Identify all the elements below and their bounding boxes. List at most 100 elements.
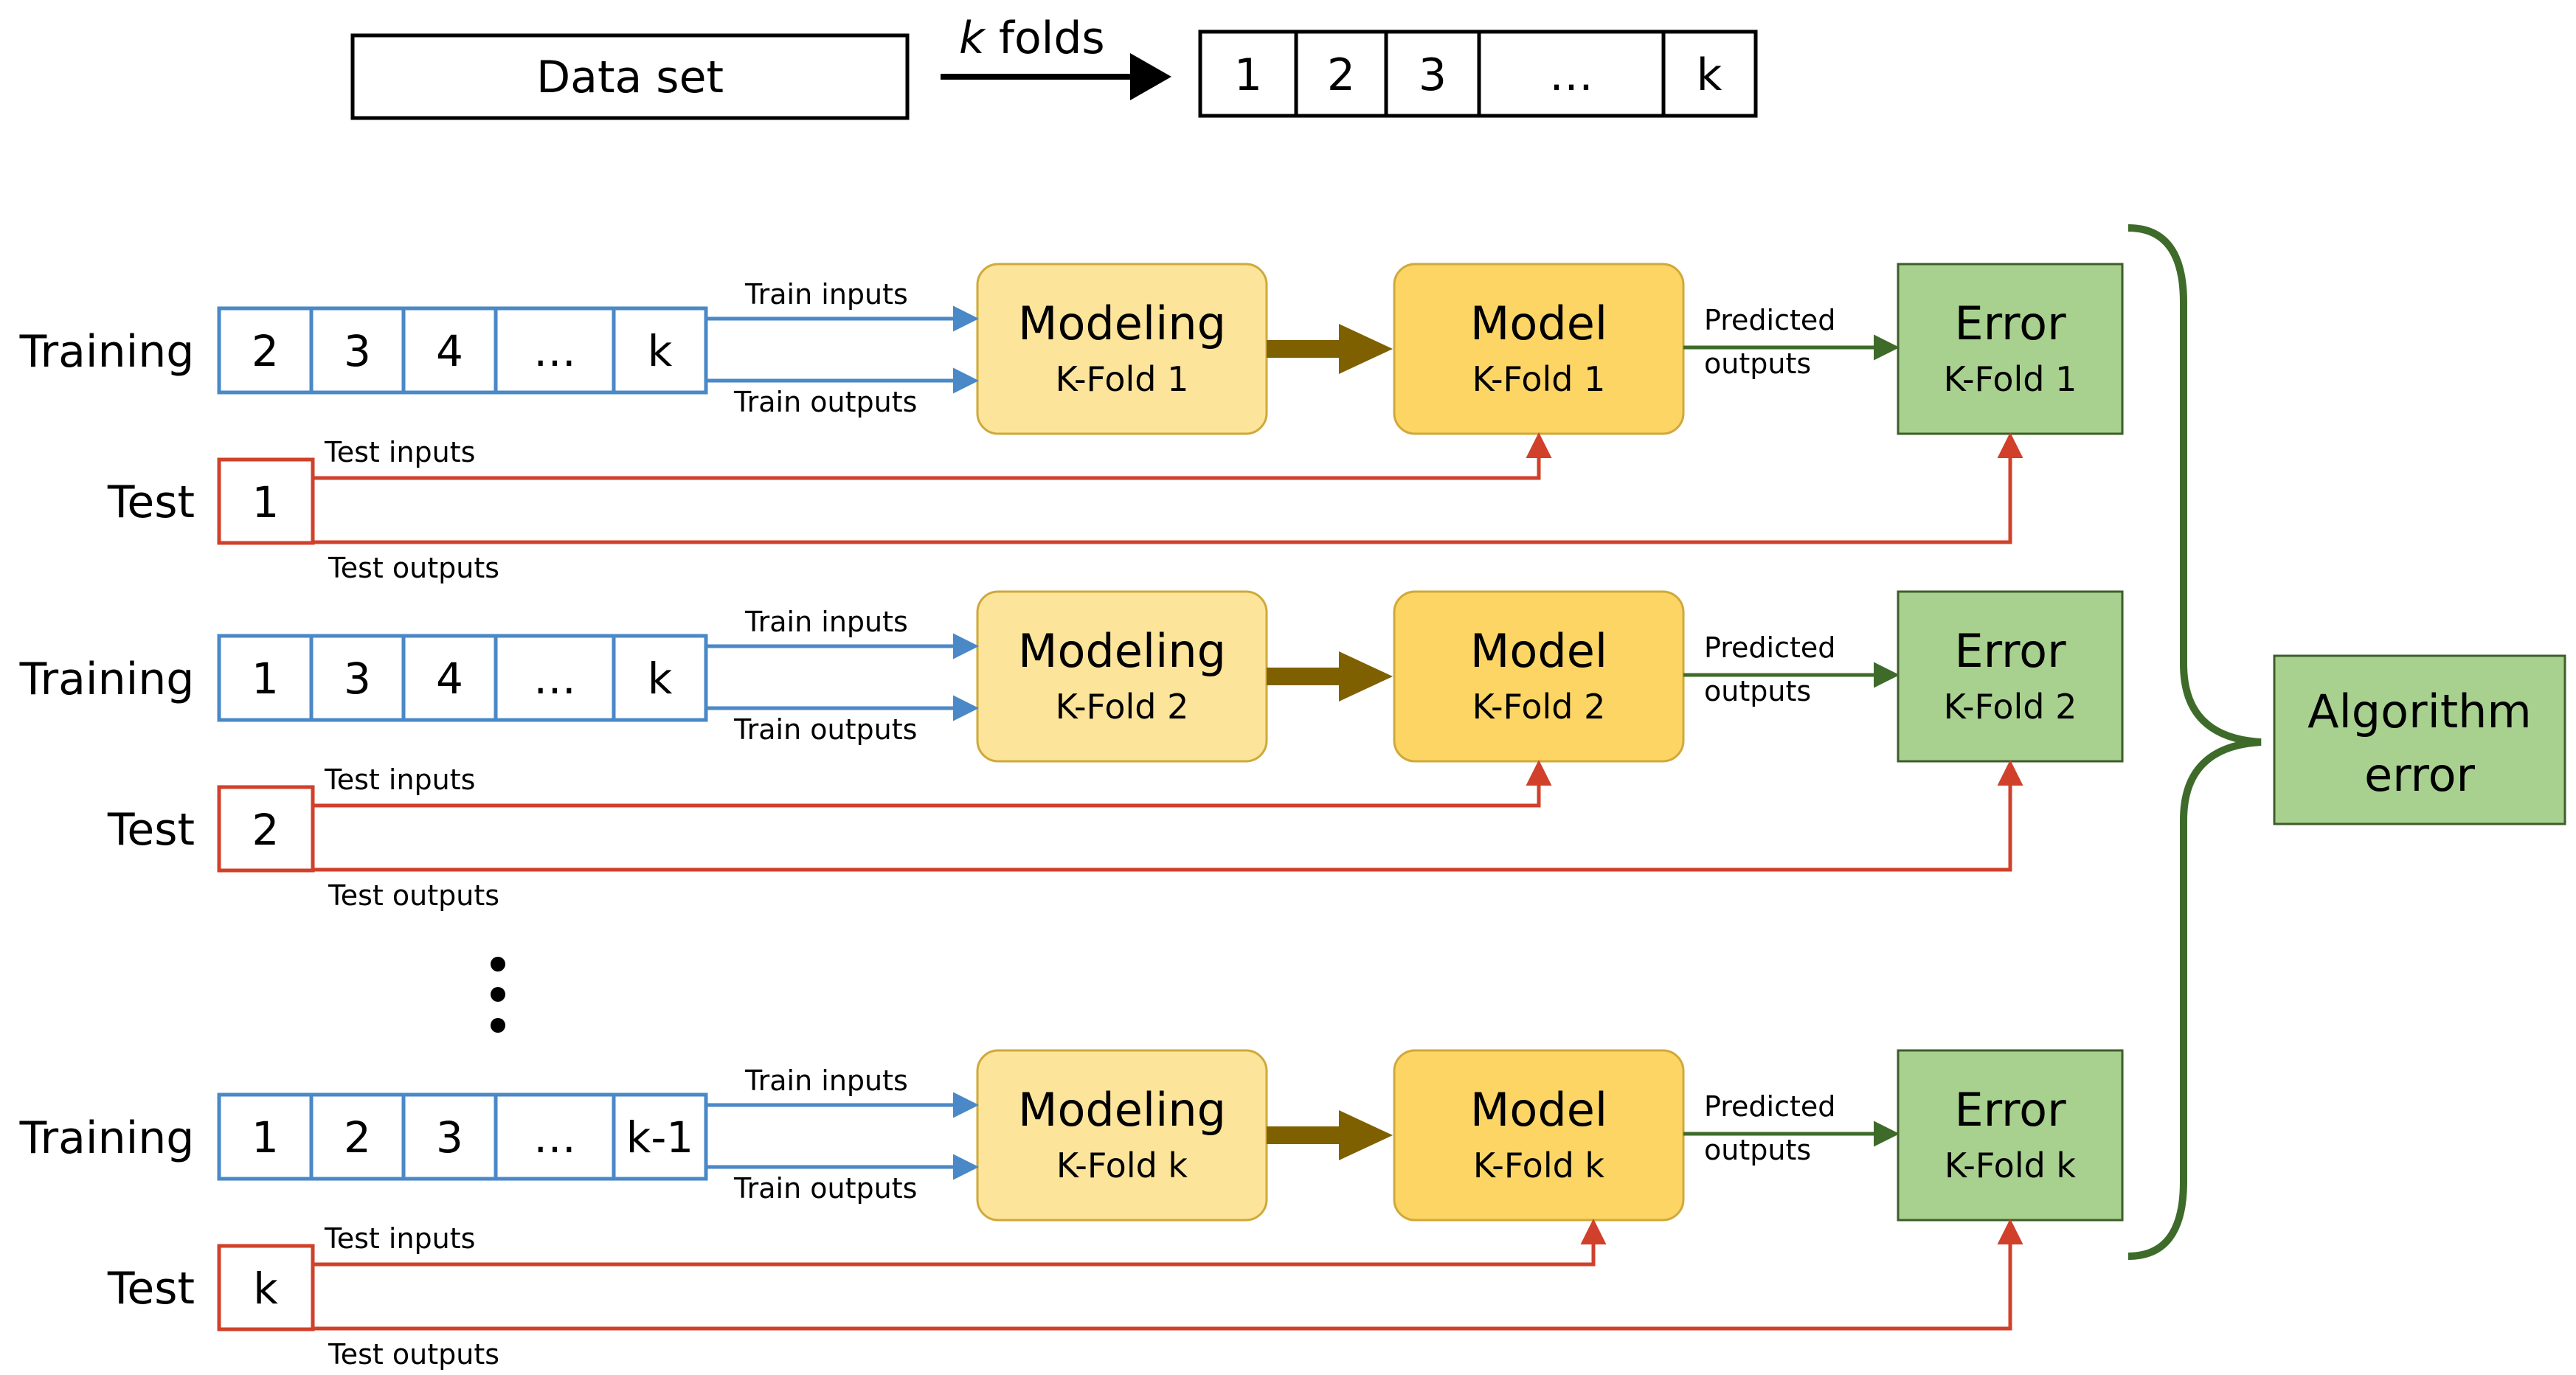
test-inputs-label: Test inputs xyxy=(324,763,475,796)
test-outputs-arrow xyxy=(313,760,2023,872)
test-cell-label: 1 xyxy=(252,477,280,527)
dataset-box xyxy=(350,33,910,120)
train-inputs-label: Train inputs xyxy=(744,278,908,311)
test-cell-label: 2 xyxy=(252,805,280,855)
training-cell-label: k xyxy=(648,326,673,376)
test-label: Test xyxy=(107,1263,195,1315)
predicted-label-line2: outputs xyxy=(1704,347,1811,380)
modeling-subtitle: K-Fold 2 xyxy=(1056,687,1189,727)
fold-cell-k: k xyxy=(1697,49,1722,101)
predicted-label-line2: outputs xyxy=(1704,1134,1811,1166)
modeling-subtitle: K-Fold k xyxy=(1056,1146,1188,1185)
training-cell-label: … xyxy=(533,326,576,376)
test-outputs-label: Test outputs xyxy=(328,1338,499,1371)
training-cell-label: 4 xyxy=(436,654,463,704)
training-cell-box xyxy=(612,1092,708,1181)
training-cell-label: … xyxy=(533,1112,576,1163)
training-cell-label: 1 xyxy=(252,654,279,704)
modeling-title: Modeling xyxy=(1018,297,1226,350)
test-cell-label: k xyxy=(253,1264,278,1314)
training-cell-label: 1 xyxy=(252,1112,279,1163)
test-inputs-label: Test inputs xyxy=(324,1222,475,1255)
test-outputs-label: Test outputs xyxy=(328,552,499,584)
fold-cell-3: 3 xyxy=(1419,49,1447,101)
train-outputs-label: Train outputs xyxy=(733,1172,917,1205)
error-subtitle: K-Fold 2 xyxy=(1944,687,2077,727)
test-outputs-label: Test outputs xyxy=(328,879,499,912)
test-outputs-arrow xyxy=(313,432,2023,544)
aggregation-brace xyxy=(2127,224,2262,1260)
training-cell-label: k xyxy=(648,654,673,704)
training-cell-label: 2 xyxy=(252,326,279,376)
test-inputs-arrow xyxy=(313,432,1552,480)
error-box xyxy=(1897,263,2124,435)
fold-cells: 1 2 3 … k xyxy=(1198,30,1758,118)
model-title: Model xyxy=(1470,297,1607,350)
test-inputs-arrow xyxy=(313,1219,1607,1267)
training-cell-box xyxy=(217,634,314,722)
modeling-title: Modeling xyxy=(1018,624,1226,678)
test-cell-box xyxy=(217,457,315,545)
test-cell-box xyxy=(217,785,315,873)
model-subtitle: K-Fold k xyxy=(1473,1146,1604,1185)
test-label: Test xyxy=(107,477,195,528)
training-cell-label: 3 xyxy=(344,654,371,704)
test-cell-box xyxy=(217,1244,315,1331)
test-label: Test xyxy=(107,804,195,856)
training-cell-box xyxy=(494,306,616,395)
predicted-label-line1: Predicted xyxy=(1704,304,1835,336)
algorithm-error-line1: Algorithm xyxy=(2307,685,2532,738)
training-cell-box xyxy=(401,634,498,722)
train-outputs-label: Train outputs xyxy=(733,713,917,746)
model-title: Model xyxy=(1470,1083,1607,1137)
modeling-subtitle: K-Fold 1 xyxy=(1056,359,1189,399)
test-inputs-arrow xyxy=(313,760,1552,808)
algorithm-error-box: Algorithm error xyxy=(2273,654,2566,825)
predicted-label-line1: Predicted xyxy=(1704,631,1835,664)
fold-cell-ellipsis: … xyxy=(1549,49,1593,101)
model-title: Model xyxy=(1470,624,1607,678)
more-folds-ellipsis xyxy=(491,957,505,1033)
error-subtitle: K-Fold 1 xyxy=(1944,359,2077,399)
fold-cell-2: 2 xyxy=(1327,49,1355,101)
train-inputs-label: Train inputs xyxy=(744,606,908,638)
training-cell-label: … xyxy=(533,654,576,704)
folds-word: folds xyxy=(999,13,1105,64)
training-cell-box xyxy=(401,1092,498,1181)
dataset-label: Data set xyxy=(536,52,724,103)
training-label: Training xyxy=(19,1112,195,1164)
training-cell-box xyxy=(494,1092,616,1181)
header: Data set k folds 1 2 3 … k xyxy=(350,13,1758,120)
error-title: Error xyxy=(1954,624,2066,678)
modeling-title: Modeling xyxy=(1018,1083,1226,1137)
training-cell-box xyxy=(612,306,708,395)
training-cell-label: 3 xyxy=(436,1112,463,1163)
build-model-arrow xyxy=(1267,1110,1393,1160)
training-cell-label: 3 xyxy=(344,326,371,376)
train-inputs-label: Train inputs xyxy=(744,1064,908,1097)
k-symbol: k xyxy=(959,13,986,64)
training-label: Training xyxy=(19,326,195,378)
model-subtitle: K-Fold 1 xyxy=(1472,359,1606,399)
training-cell-box xyxy=(401,306,498,395)
train-outputs-label: Train outputs xyxy=(733,386,917,418)
predicted-label-line2: outputs xyxy=(1704,675,1811,707)
fold-cell-1: 1 xyxy=(1234,49,1262,101)
test-outputs-arrow xyxy=(313,1219,2023,1331)
predicted-label-line1: Predicted xyxy=(1704,1090,1835,1123)
training-cell-label: 2 xyxy=(344,1112,371,1163)
training-label: Training xyxy=(19,654,195,705)
build-model-arrow xyxy=(1267,651,1393,702)
k-folds-label: k folds xyxy=(959,13,1105,64)
error-box xyxy=(1897,590,2124,763)
training-cell-box xyxy=(612,634,708,722)
error-title: Error xyxy=(1954,297,2066,350)
training-cell-box xyxy=(494,634,616,722)
test-inputs-label: Test inputs xyxy=(324,436,475,468)
build-model-arrow xyxy=(1267,324,1393,374)
